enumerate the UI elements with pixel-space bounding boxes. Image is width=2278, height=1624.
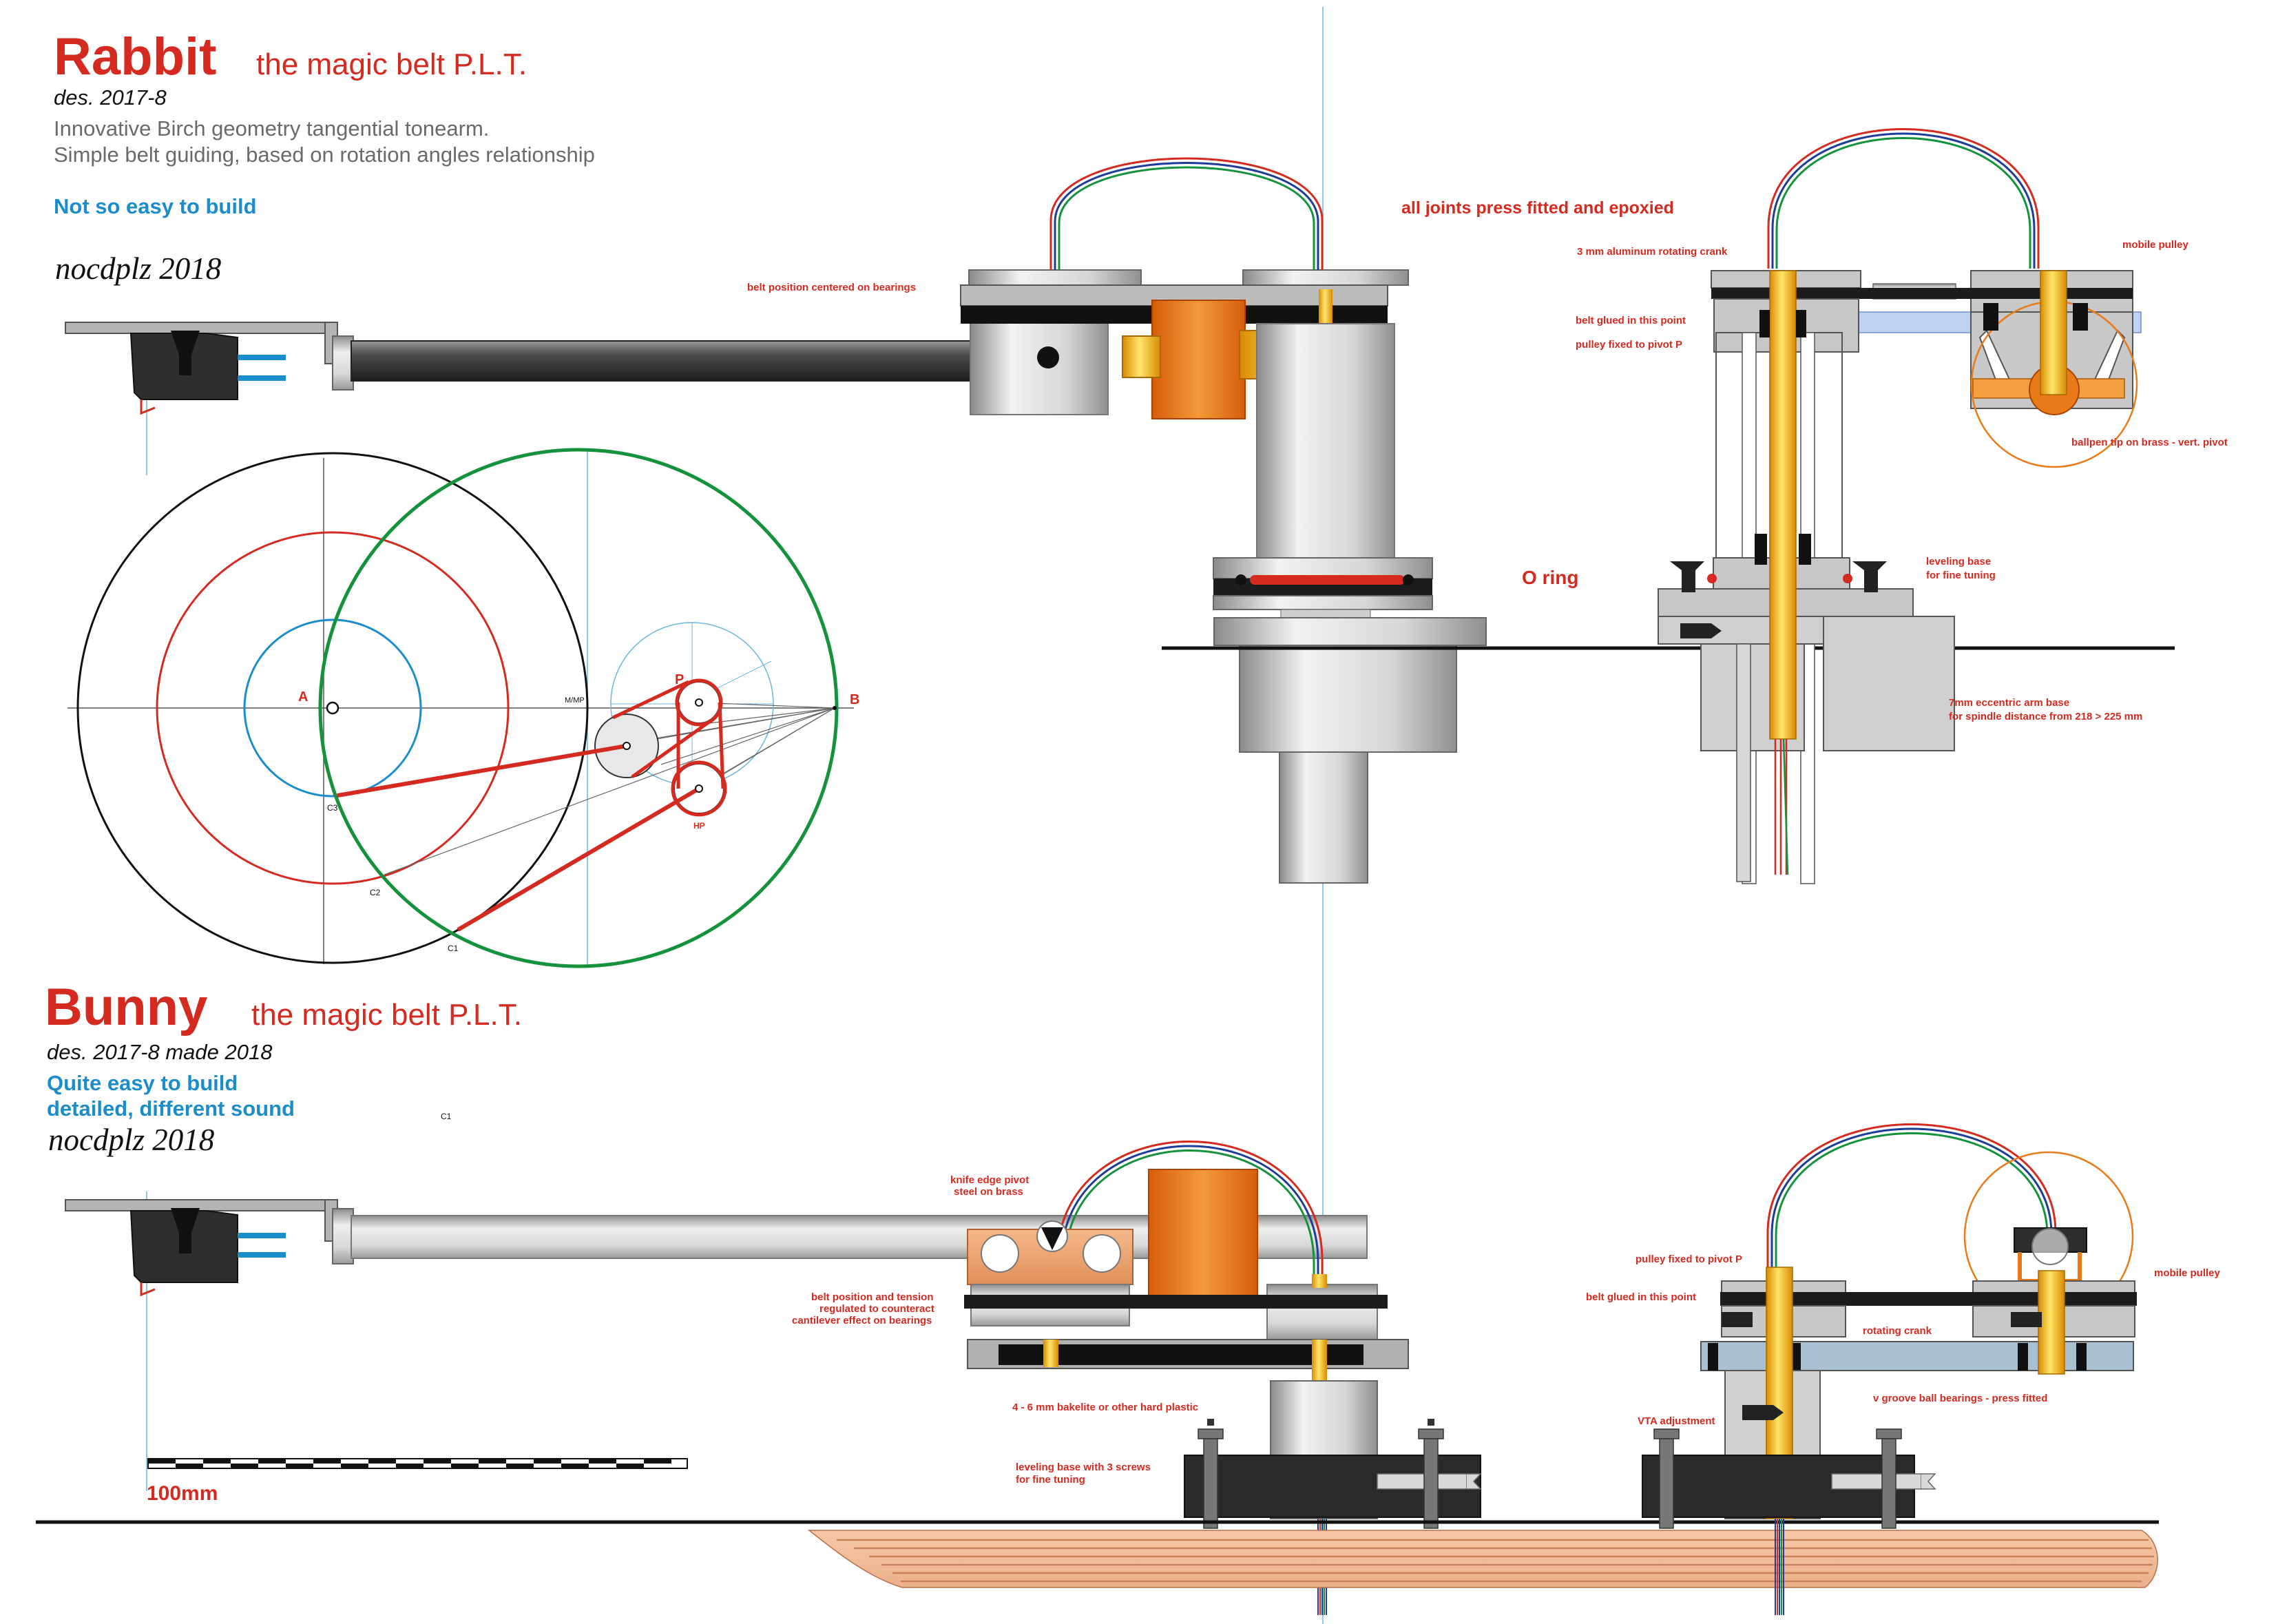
point-a-label: A xyxy=(298,689,308,705)
label-belt-position-2: regulated to counteract xyxy=(819,1303,934,1315)
pivot-shaft xyxy=(1769,270,1797,740)
red-circle xyxy=(156,531,510,885)
label-vta: VTA adjustment xyxy=(1638,1415,1715,1427)
rabbit-title: Rabbit xyxy=(54,28,216,86)
rabbit-difficulty: Not so easy to build xyxy=(54,194,257,218)
bunny-cross-section xyxy=(1642,1123,2137,1615)
label-belt-glued: belt glued in this point xyxy=(1576,315,1686,326)
label-v-groove: v groove ball bearings - press fitted xyxy=(1873,1393,2047,1404)
bunny-design-year: des. 2017-8 made 2018 xyxy=(47,1040,273,1064)
label-bunny-belt-glued: belt glued in this point xyxy=(1586,1291,1696,1303)
rabbit-description-1: Innovative Birch geometry tangential ton… xyxy=(54,116,489,140)
label-leveling-2: for fine tuning xyxy=(1926,570,1996,581)
rabbit-tonearm-side-view xyxy=(65,157,1487,884)
bunny-difficulty-1: Quite easy to build xyxy=(47,1071,238,1095)
bunny-tonearm-side-view xyxy=(65,1141,1482,1615)
label-crank: 3 mm aluminum rotating crank xyxy=(1577,246,1728,258)
rabbit-description-2: Simple belt guiding, based on rotation a… xyxy=(54,143,595,167)
mp-label: M/MP xyxy=(565,696,585,705)
label-leveling-screws-2: for fine tuning xyxy=(1016,1474,1085,1486)
c1-label: C1 xyxy=(448,944,459,953)
bunny-subtitle: the magic belt P.L.T. xyxy=(251,998,522,1032)
arm-tube xyxy=(351,340,972,382)
bunny-counterweight xyxy=(1148,1169,1258,1304)
eccentric-base xyxy=(1239,645,1457,753)
label-all-joints: all joints press fitted and epoxied xyxy=(1401,198,1674,218)
arm-column xyxy=(1256,323,1395,559)
wooden-plinth xyxy=(807,1530,2158,1588)
scale-label: 100mm xyxy=(147,1482,218,1505)
label-pulley-fixed: pulley fixed to pivot P xyxy=(1576,339,1682,351)
signal-wires xyxy=(1049,157,1324,270)
rabbit-design-year: des. 2017-8 xyxy=(54,85,167,110)
point-hp-label: HP xyxy=(693,821,705,831)
rabbit-signature: nocdplz 2018 xyxy=(55,251,221,286)
headshell xyxy=(65,322,338,334)
label-bakelite: 4 - 6 mm bakelite or other hard plastic xyxy=(1012,1402,1198,1413)
label-ballpen: ballpen tip on brass - vert. pivot xyxy=(2071,437,2228,448)
rabbit-cross-section xyxy=(1658,128,2142,884)
bunny-signature: nocdplz 2018 xyxy=(48,1123,214,1157)
bunny-title: Bunny xyxy=(45,978,207,1037)
stray-c1-label: C1 xyxy=(441,1112,452,1121)
bunny-difficulty-2: detailed, different sound xyxy=(47,1096,295,1121)
counterweight xyxy=(1151,300,1246,419)
label-o-ring: O ring xyxy=(1522,567,1578,588)
label-eccentric-1: 7mm eccentric arm base xyxy=(1949,697,2069,709)
label-bunny-mobile-pulley: mobile pulley xyxy=(2154,1267,2221,1279)
hub xyxy=(970,317,1109,415)
label-belt-position-1: belt position and tension xyxy=(811,1291,934,1303)
label-leveling-1: leveling base xyxy=(1926,556,1991,568)
label-mobile-pulley: mobile pulley xyxy=(2122,239,2189,251)
label-knife-2: steel on brass xyxy=(954,1186,1023,1198)
rabbit-subtitle: the magic belt P.L.T. xyxy=(256,48,527,81)
geometry-diagram: A B P HP C3 C2 C1 M/MP xyxy=(67,448,859,968)
label-rotating-crank: rotating crank xyxy=(1863,1325,1932,1337)
label-belt-centered: belt position centered on bearings xyxy=(747,282,916,293)
c2-label: C2 xyxy=(370,888,381,897)
scale-bar: 100mm xyxy=(147,1458,688,1505)
label-belt-position-3: cantilever effect on bearings xyxy=(792,1315,932,1326)
c3-label: C3 xyxy=(327,803,338,813)
belt-c1 xyxy=(457,787,700,932)
black-circle xyxy=(76,452,589,964)
belt-c3 xyxy=(337,744,627,798)
label-knife-1: knife edge pivot xyxy=(950,1174,1029,1186)
label-eccentric-2: for spindle distance from 218 > 225 mm xyxy=(1949,711,2142,722)
point-b-label: B xyxy=(850,692,859,707)
point-p-label: P xyxy=(675,672,684,687)
label-bunny-pulley-fixed: pulley fixed to pivot P xyxy=(1636,1253,1742,1265)
label-leveling-screws-1: leveling base with 3 screws xyxy=(1016,1461,1151,1473)
blue-circle xyxy=(243,618,422,798)
